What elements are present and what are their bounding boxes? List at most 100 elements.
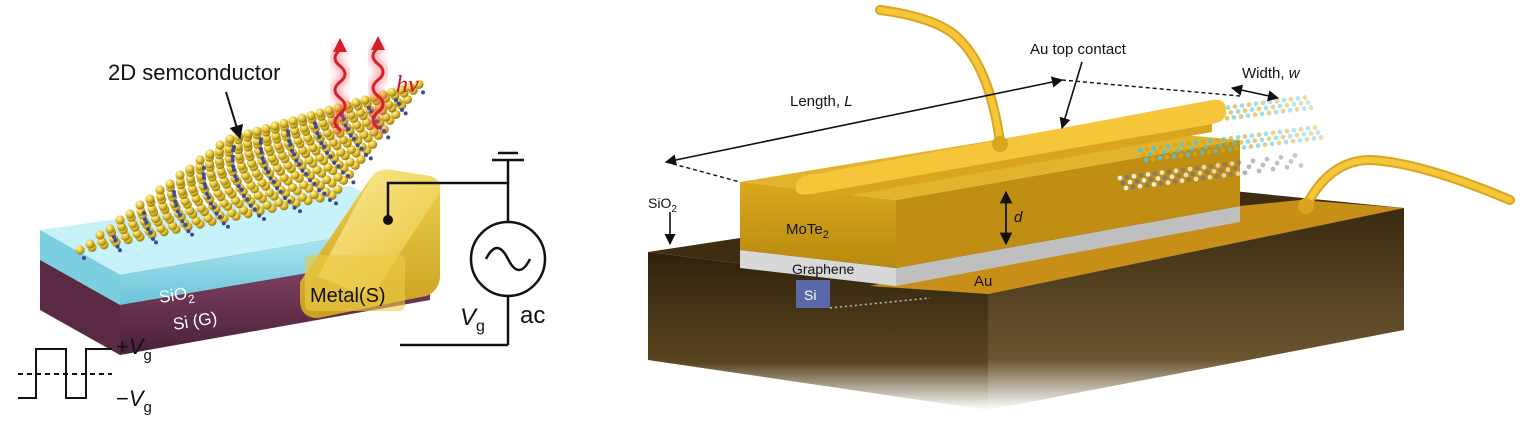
atom-metal — [172, 193, 177, 198]
atom — [243, 139, 253, 149]
atom-metal — [288, 142, 293, 147]
lattice-atom — [1172, 143, 1178, 148]
d-label: d — [1014, 209, 1023, 226]
width-label: Width, w — [1242, 65, 1301, 82]
atom-metal — [239, 187, 244, 192]
atom — [356, 154, 366, 164]
atom-metal — [231, 164, 236, 169]
lattice-atom — [1271, 155, 1277, 161]
ac-label: ac — [520, 302, 545, 329]
atom — [205, 159, 215, 169]
right-device-diagram: Au top contact Length, L Width, w d SiO2… — [648, 5, 1515, 410]
atom-metal — [176, 209, 180, 214]
lattice-atom — [1200, 139, 1206, 145]
lattice-atom — [1292, 153, 1298, 158]
lattice-atom — [1278, 154, 1284, 160]
lattice-atom — [1138, 172, 1144, 178]
atom-metal — [343, 123, 348, 128]
atom-metal — [232, 168, 236, 172]
lattice-atom — [1252, 112, 1258, 118]
atom-metal — [292, 205, 297, 210]
vg-label: Vg — [460, 304, 485, 335]
atom — [287, 182, 297, 192]
atom-metal — [278, 189, 283, 194]
lattice-atom — [1206, 149, 1212, 155]
lattice-atom — [1175, 148, 1181, 153]
atom-metal — [317, 134, 322, 139]
lattice-atom — [1228, 110, 1234, 115]
atom-metal — [242, 194, 246, 198]
atom — [95, 230, 105, 240]
lattice-atom — [1186, 141, 1192, 147]
atom — [306, 111, 316, 121]
lattice-atom — [1295, 96, 1301, 101]
atom — [297, 192, 307, 202]
lattice-atom — [1234, 145, 1240, 151]
atom-metal — [355, 143, 360, 148]
lattice-atom — [1232, 104, 1238, 109]
electrode-contact-dot — [383, 215, 393, 225]
lattice-atom — [1235, 109, 1241, 114]
atom-metal — [209, 201, 213, 206]
lattice-atom — [1284, 128, 1290, 134]
lattice-atom — [1211, 168, 1217, 174]
lattice-atom — [1137, 147, 1143, 153]
wire-bond-ball — [992, 136, 1008, 152]
lattice-atom — [1308, 105, 1314, 110]
atom-metal — [286, 132, 291, 137]
atom-metal — [364, 153, 368, 157]
lattice-atom — [1274, 98, 1280, 104]
atom-metal — [248, 203, 253, 208]
lattice-atom — [1273, 135, 1279, 141]
atom — [85, 239, 95, 249]
lattice-atom — [1266, 136, 1272, 142]
atom — [299, 180, 309, 190]
lattice-atom — [1196, 145, 1202, 151]
lattice-atom — [1187, 166, 1193, 172]
lattice-atom — [1301, 131, 1307, 137]
atom-metal — [290, 149, 294, 153]
atom-metal — [259, 137, 263, 142]
lattice-atom — [1277, 165, 1283, 171]
atom-metal — [346, 174, 350, 178]
atom-metal — [322, 191, 327, 196]
atom-metal — [300, 168, 305, 173]
lattice-atom — [1183, 172, 1189, 178]
lattice-atom — [1221, 136, 1227, 142]
lattice-atom — [1144, 146, 1150, 152]
atom-metal — [118, 248, 122, 253]
atom-metal — [234, 177, 239, 182]
lattice-atom — [1193, 176, 1199, 182]
atom — [75, 245, 85, 255]
lattice-atom — [1302, 95, 1308, 100]
atom — [315, 108, 325, 118]
lattice-atom — [1294, 132, 1300, 138]
atom — [233, 141, 243, 151]
lattice-atom — [1285, 154, 1291, 159]
lattice-atom — [1210, 143, 1216, 149]
lattice-atom — [1312, 125, 1318, 130]
atom — [261, 124, 271, 134]
lattice-atom — [1214, 137, 1220, 143]
lattice-atom — [1213, 148, 1219, 154]
atom-metal — [298, 209, 302, 214]
lattice-atom — [1217, 142, 1223, 148]
atom — [155, 185, 165, 195]
lattice-atom — [1193, 140, 1199, 146]
lattice-atom — [1288, 96, 1294, 102]
lattice-atom — [1220, 147, 1226, 153]
lattice-atom — [1162, 175, 1168, 181]
lattice-atom — [1291, 127, 1297, 133]
lattice-atom — [1158, 181, 1164, 186]
atom — [288, 116, 298, 126]
atom — [185, 164, 195, 174]
au-label: Au — [974, 273, 992, 290]
lattice-atom — [1159, 170, 1165, 176]
lattice-atom — [1235, 135, 1241, 140]
lattice-atom — [1165, 180, 1171, 186]
lattice-atom — [1270, 130, 1276, 136]
lattice-atom — [1157, 155, 1163, 161]
lattice-atom — [1147, 151, 1153, 157]
lattice-atom — [1284, 164, 1290, 170]
plus-vg-label: +Vg — [116, 334, 152, 364]
